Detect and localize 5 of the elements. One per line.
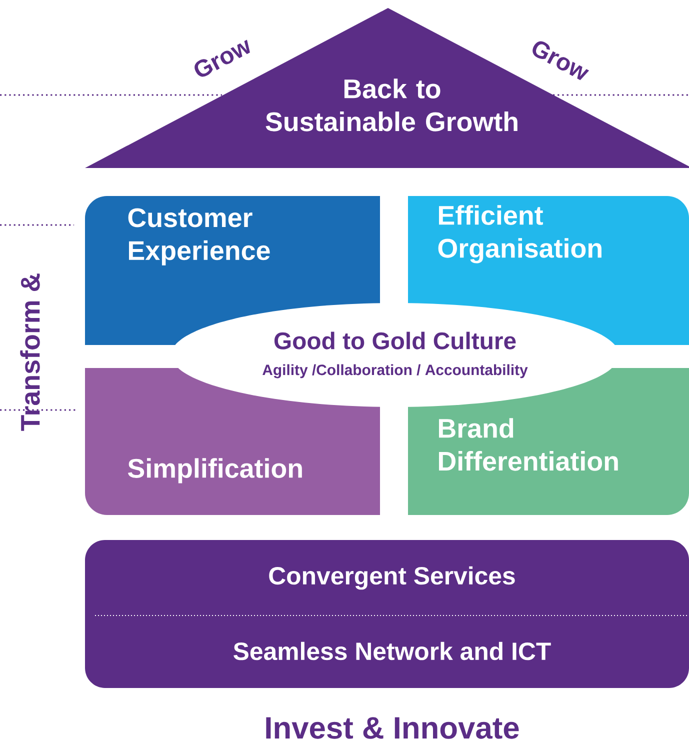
side-label: Transform & bbox=[20, 274, 40, 431]
side-label: Invest & Innovate bbox=[266, 717, 519, 739]
side-label: Grow bbox=[532, 41, 590, 80]
side-label: Grow bbox=[194, 40, 250, 77]
foundation-band: Convergent Services Seamless Network and ICT bbox=[85, 540, 689, 688]
